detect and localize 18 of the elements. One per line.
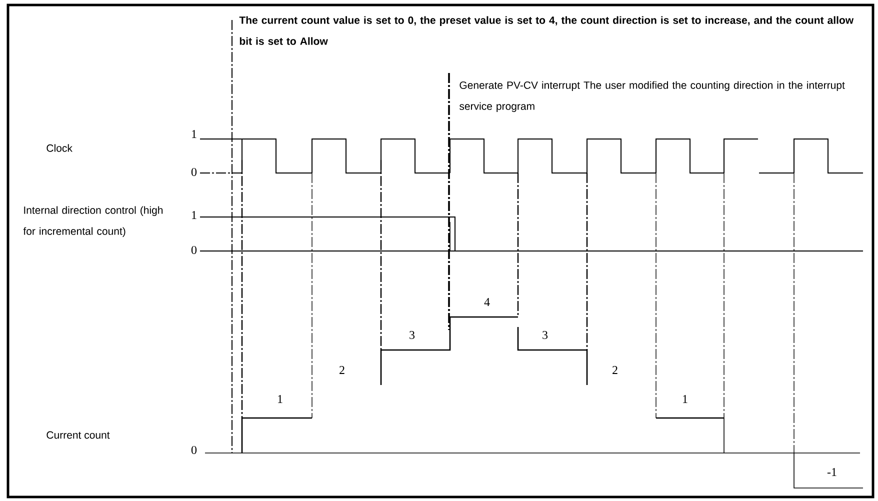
level-label: 1: [192, 211, 196, 219]
level-label: 0: [191, 446, 197, 454]
count-value: 1: [278, 395, 282, 403]
count-value: 2: [612, 366, 618, 374]
count-value: 3: [410, 330, 415, 340]
annotation-text: The current count value is set to 0, the preset value is set to 4, the count direction is set to increase, and the count allow bit is set to Allow: [239, 16, 854, 45]
signal-name: Internal direction control (high for incremental count): [23, 206, 163, 237]
count-value: 1: [683, 395, 688, 403]
level-label: 1: [192, 130, 196, 138]
count-value: 3: [542, 330, 548, 340]
signal-name: Clock: [46, 144, 72, 152]
signal-name: Current count: [46, 431, 110, 439]
count-value: -1: [827, 468, 836, 476]
count-value: 2: [340, 366, 344, 374]
count-value: 4: [484, 298, 490, 306]
level-label: 0: [191, 168, 197, 176]
annotation-text: Generate PV-CV interrupt The user modified the counting direction in the interrupt service program: [460, 81, 845, 112]
level-label: 0: [191, 246, 197, 254]
